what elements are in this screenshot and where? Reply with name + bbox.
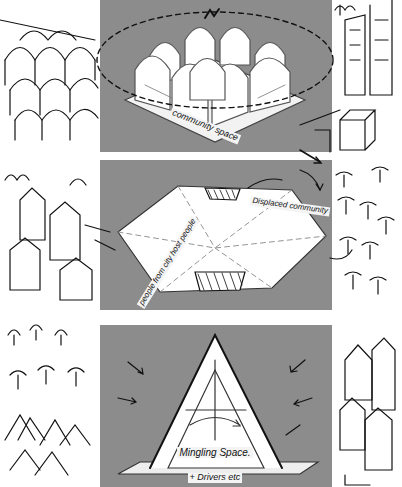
sketch-note: Mingling Space. xyxy=(177,447,252,458)
sketch-note: + Drivers etc xyxy=(188,473,243,483)
